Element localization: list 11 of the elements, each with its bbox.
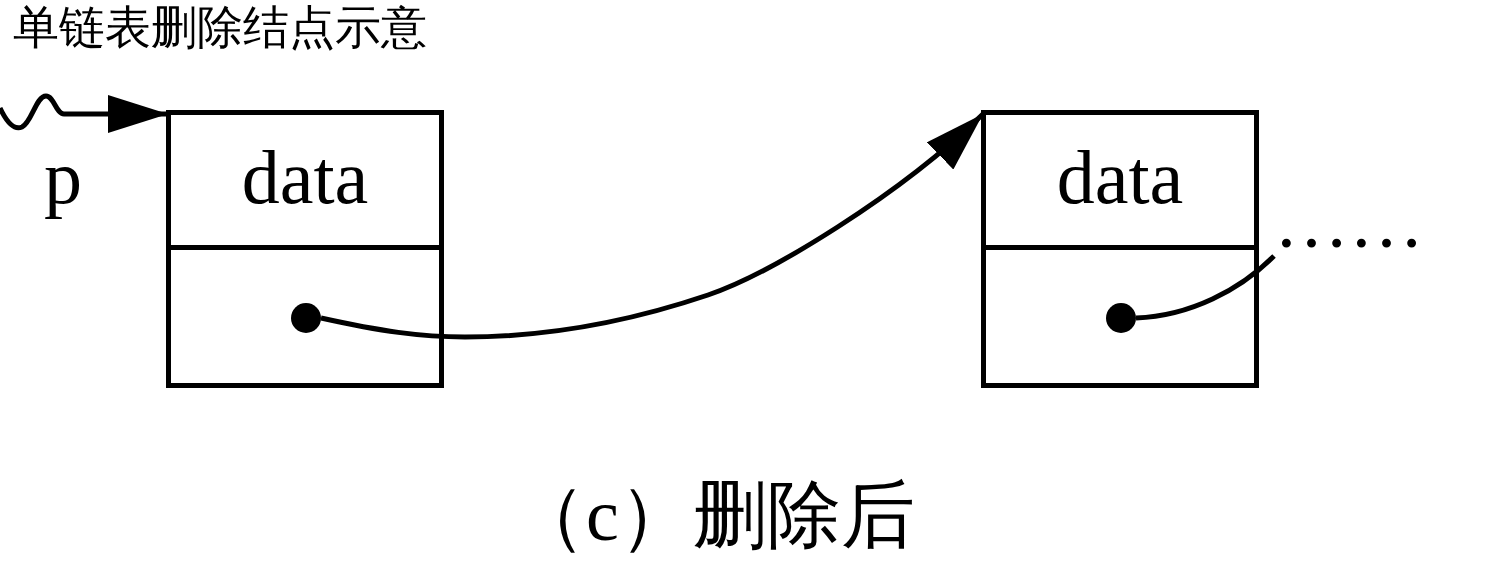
field-label: data <box>1056 139 1184 215</box>
caption: （c）删除后 <box>512 478 915 552</box>
field-label: data <box>241 139 369 215</box>
pointer-dot <box>1106 303 1136 333</box>
list-node-box <box>981 110 1259 388</box>
list-node-box <box>166 110 444 388</box>
pointer-dot <box>291 303 321 333</box>
curved-line <box>1135 254 1276 321</box>
title: 单链表删除结点示意 <box>13 4 427 50</box>
wavy-arrow <box>0 93 168 133</box>
ellipsis: …… <box>1274 184 1424 259</box>
